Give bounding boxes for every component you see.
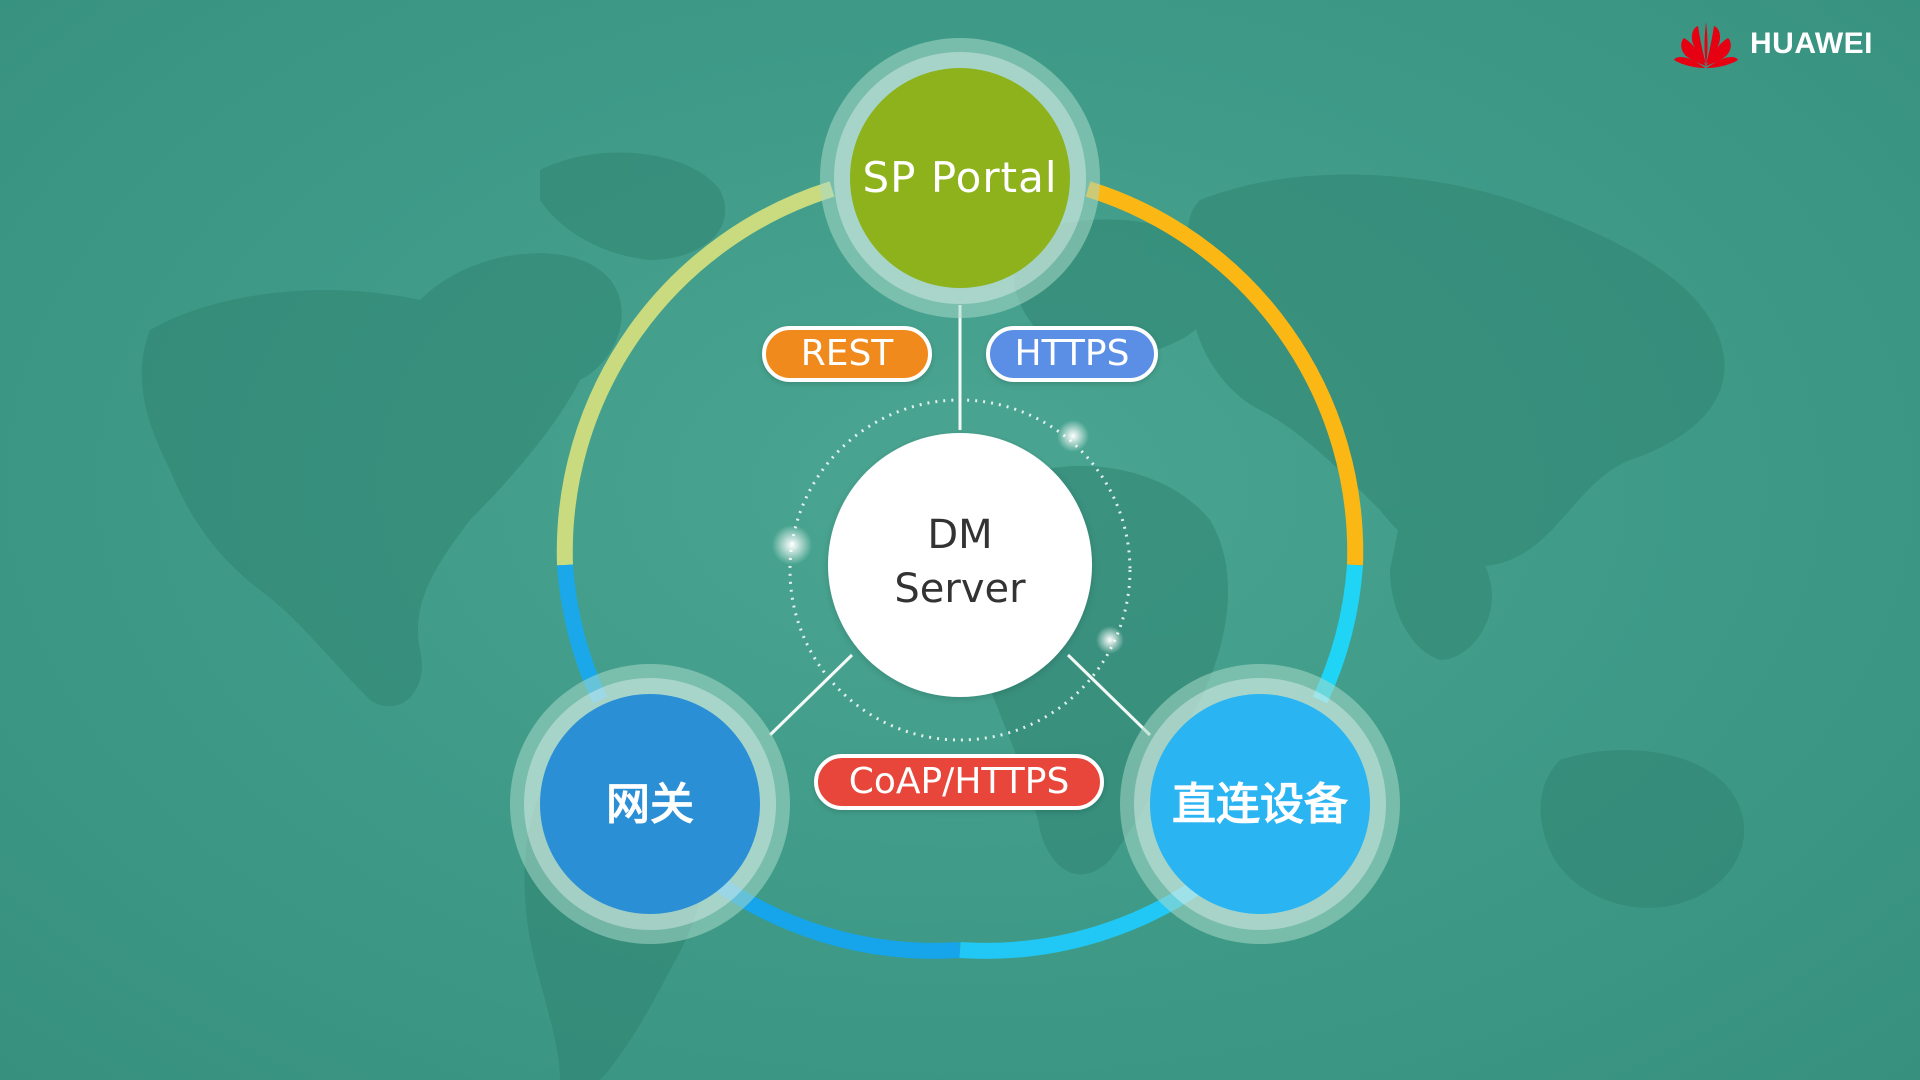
dm-server-label-line1: DM	[927, 512, 993, 558]
ring-arc-left-upper	[556, 181, 835, 566]
north-america-shape	[141, 253, 622, 707]
ring-arc-right-lower	[1312, 564, 1363, 704]
australia-shape	[1540, 750, 1745, 908]
connector-left	[768, 653, 854, 737]
south-asia-shape	[1390, 518, 1492, 660]
gateway-label: 网关	[606, 779, 694, 830]
dm-server-node	[828, 433, 1092, 697]
protocol-badge-coap-https: CoAP/HTTPS	[814, 754, 1104, 810]
protocol-badge-rest: REST	[762, 326, 932, 382]
sparkle-top-right	[1057, 420, 1089, 452]
connector-right	[1066, 653, 1152, 737]
ring-arc-right-upper	[1085, 181, 1364, 566]
dm-server-label-line2: Server	[894, 566, 1026, 612]
dm-server-orbit	[788, 398, 1132, 742]
asia-shape	[1187, 174, 1725, 567]
huawei-logo-icon	[1674, 22, 1738, 68]
direct-device-label: 直连设备	[1172, 779, 1348, 830]
huawei-logo-text: HUAWEI	[1750, 27, 1873, 60]
sp-portal-node	[820, 38, 1100, 318]
sparkle-bottom-right	[1096, 626, 1124, 654]
dm-server-label: DM Server	[840, 508, 1080, 628]
greenland-shape	[540, 152, 726, 260]
direct-device-node	[1120, 664, 1400, 944]
sp-portal-label: SP Portal	[862, 153, 1058, 202]
huawei-logo: HUAWEI	[1670, 16, 1906, 72]
protocol-badge-https: HTTPS	[986, 326, 1158, 382]
gateway-node	[510, 664, 790, 944]
sparkle-left	[772, 525, 812, 565]
